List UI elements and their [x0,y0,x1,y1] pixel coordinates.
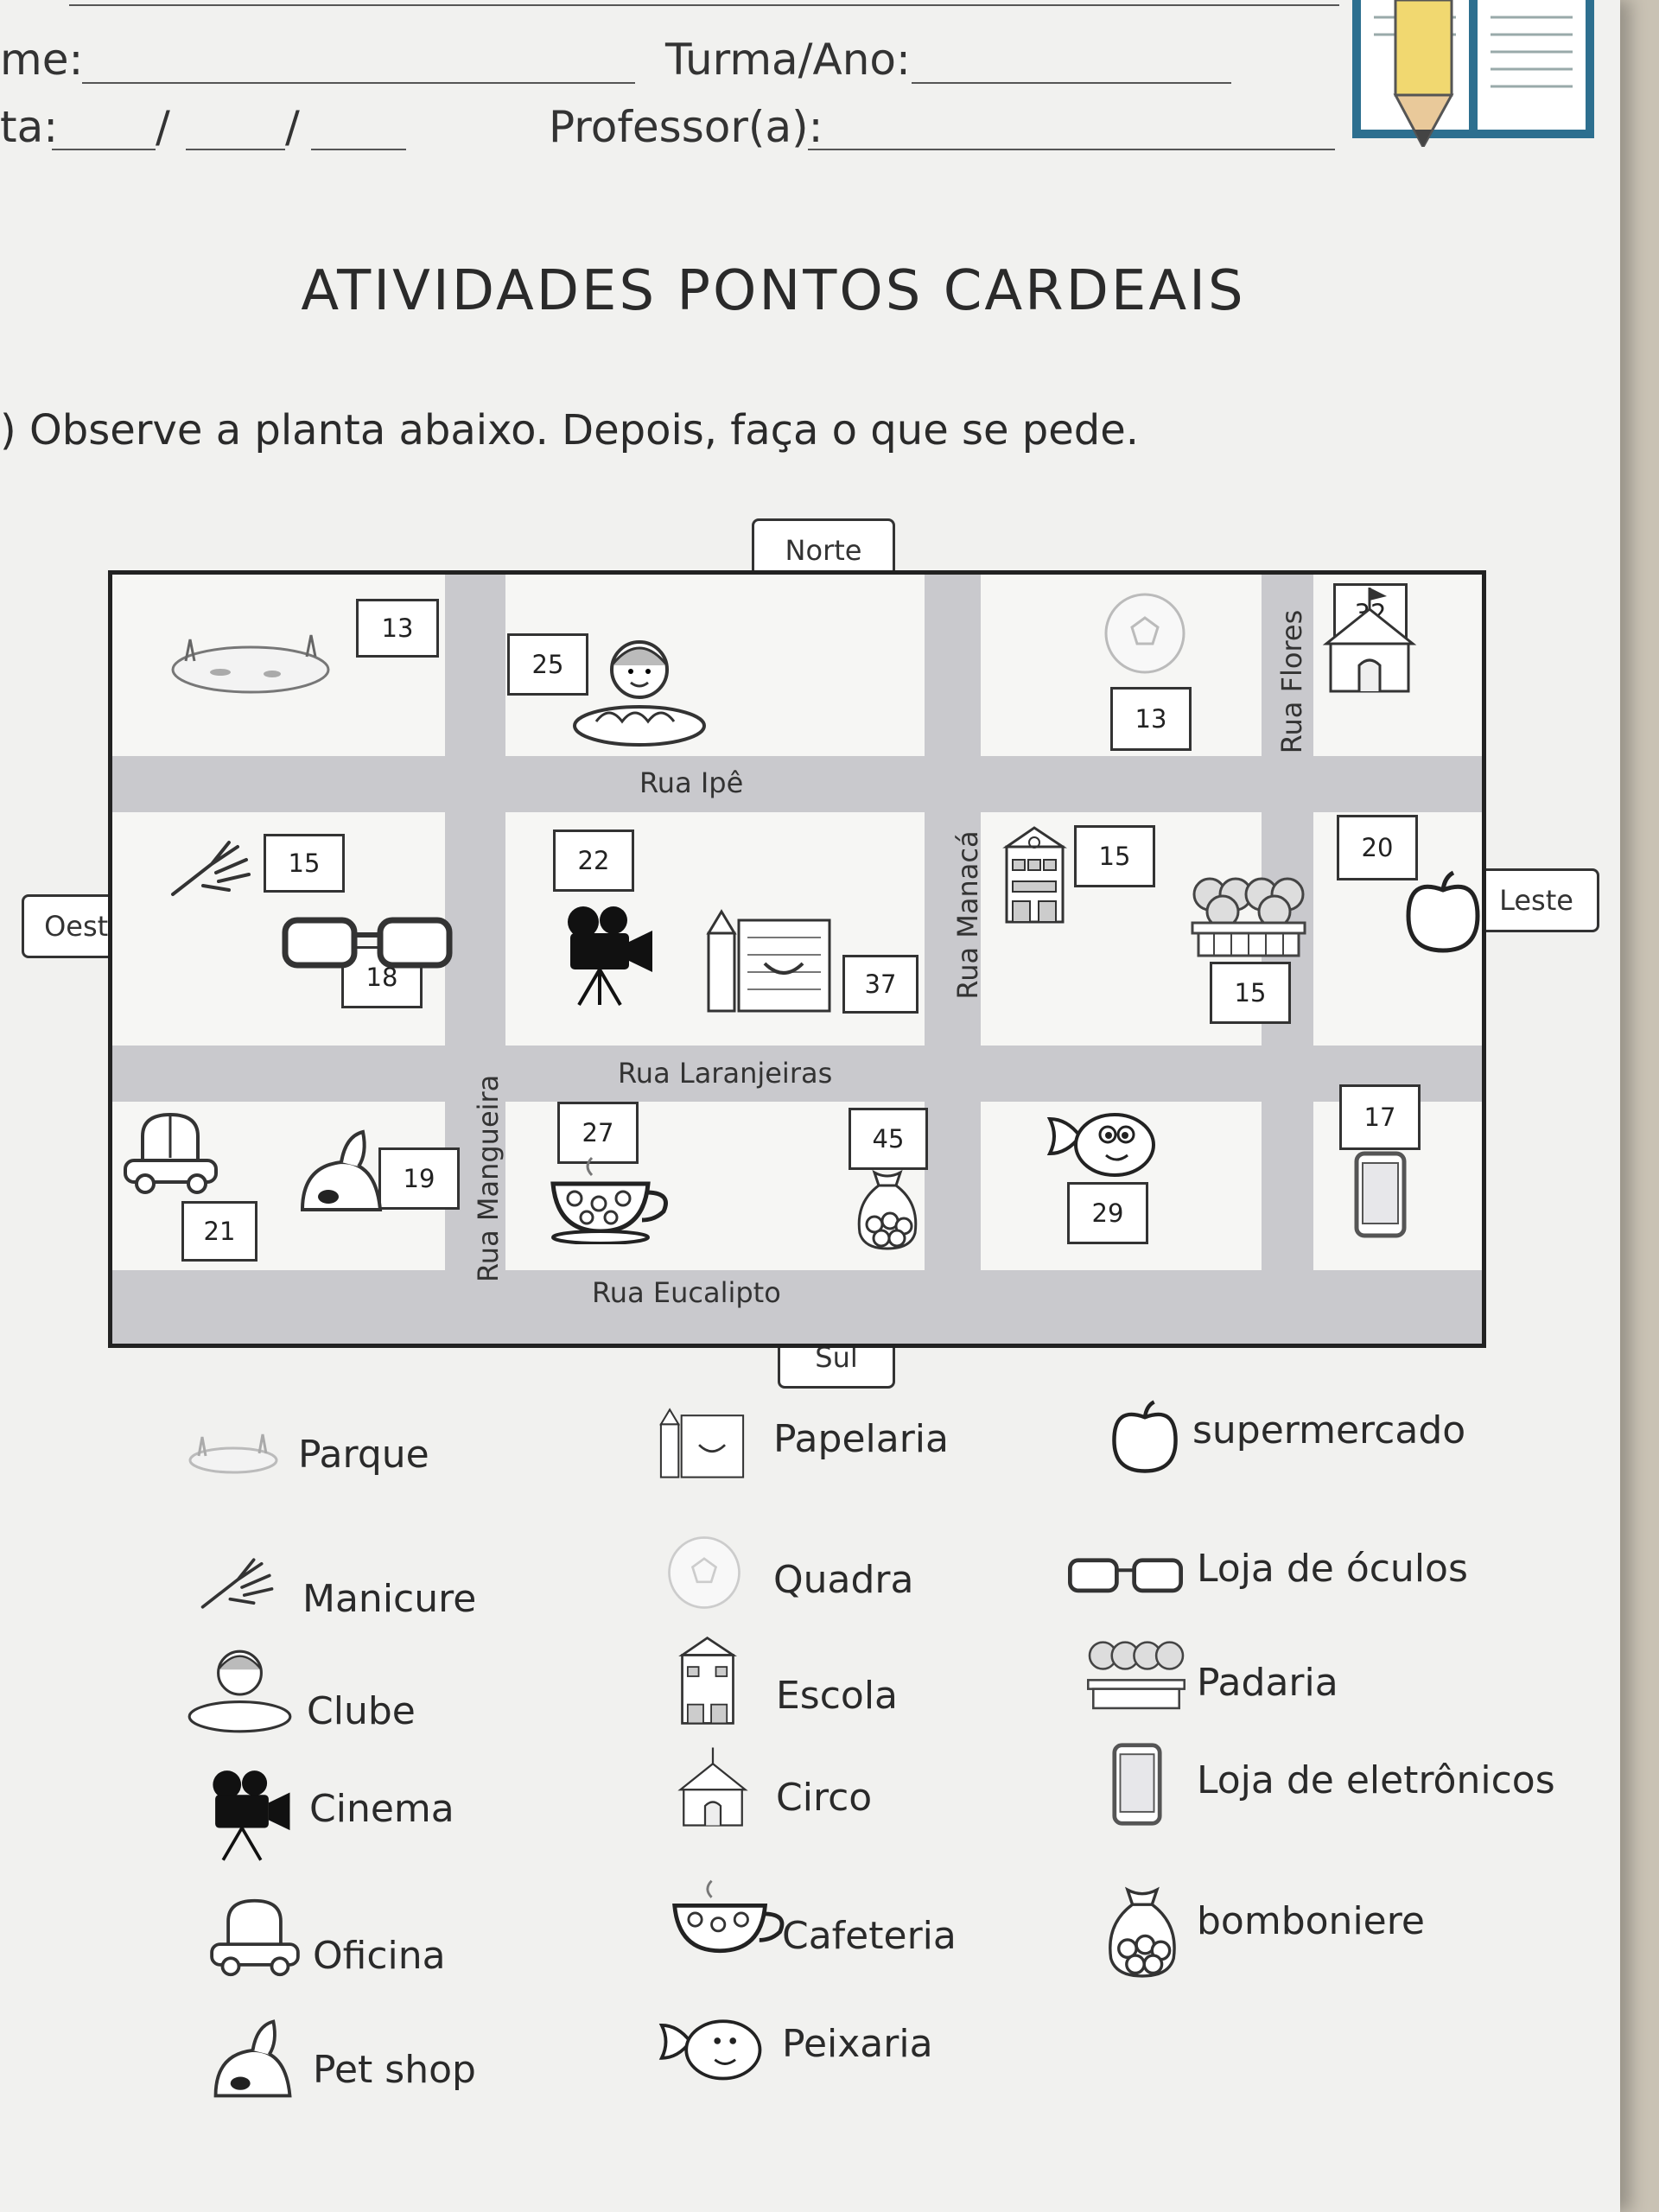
street-name-mangueira: Rua Mangueira [472,1074,505,1282]
legend-label-cafeteria: Cafeteria [782,1914,957,1958]
fish-icon [1046,1113,1155,1177]
street-name-eucalipto: Rua Eucalipto [592,1276,781,1309]
number-cinema: 22 [553,830,634,892]
bread-basket-icon [1087,1641,1185,1710]
class-field-line [912,82,1231,84]
road-mangueira [445,575,505,1344]
phone-icon [1354,1151,1407,1238]
road-ipe [112,756,1482,812]
number-bomboniere: 45 [849,1108,928,1170]
candy-bag-icon [1109,1886,1176,1978]
legend-label-circo: Circo [776,1776,873,1820]
street-name-laranjeiras: Rua Laranjeiras [618,1057,833,1090]
ball-icon [1104,593,1185,674]
number-manicure: 15 [264,834,345,893]
east-label: Leste [1473,868,1599,932]
street-name-ipe: Rua Ipê [639,766,744,799]
date-separator: / [285,102,300,152]
number-clube: 25 [507,633,588,696]
page-title: ATIVIDADES PONTOS CARDEAIS [301,259,1246,323]
number-papelaria: 37 [842,955,918,1014]
number-escola: 15 [1074,825,1155,887]
legend-label-peixaria: Peixaria [782,2022,933,2066]
hand-icon [200,1558,274,1609]
child-icon [573,640,706,747]
dog-icon [213,2019,292,2098]
legend-label-bomboniere: bomboniere [1197,1899,1425,1943]
number-eletronicos: 17 [1339,1084,1421,1150]
film-camera-icon [213,1770,290,1861]
instruction-text: ) Observe a planta abaixo. Depois, faça … [0,406,1140,454]
date-month-line [186,149,285,150]
car-icon [124,1112,218,1194]
road-manaca [925,575,981,1344]
apple-icon [1112,1400,1178,1473]
stationery-icon [706,909,831,1013]
apple-icon [1406,870,1480,953]
legend-label-padaria: Padaria [1197,1661,1338,1705]
circus-tent-icon [677,1747,748,1827]
legend-label-oculos: Loja de óculos [1197,1547,1468,1591]
book-pencil-icon [1352,0,1594,147]
ball-icon [668,1536,741,1609]
legend-label-parque: Parque [298,1433,429,1477]
legend-label-petshop: Pet shop [313,2048,476,2092]
bread-basket-icon [1191,877,1306,957]
legend-label-eletronicos: Loja de eletrônicos [1197,1758,1555,1802]
park-icon [171,634,330,694]
date-day-line [52,149,156,150]
number-cafeteria: 27 [557,1102,639,1164]
number-parque: 13 [356,599,439,658]
hand-icon [171,841,251,896]
number-padaria: 15 [1210,962,1291,1024]
name-label: me: [0,35,84,85]
film-camera-icon [568,906,652,1007]
teacher-field-line [808,149,1335,150]
date-label: ta: [0,102,59,152]
legend-label-manicure: Manicure [302,1577,477,1621]
car-icon [210,1898,300,1977]
number-petshop: 19 [378,1147,460,1210]
stationery-icon [659,1408,745,1478]
child-icon [188,1649,292,1733]
teacher-label: Professor(a): [549,102,823,152]
legend-label-quadra: Quadra [773,1558,914,1602]
city-map: Rua Ipê Rua Laranjeiras Rua Eucalipto Ru… [108,570,1486,1348]
number-quadra: 13 [1110,687,1192,751]
road-eucalipto [112,1270,1482,1344]
road-flores [1262,575,1313,1344]
school-icon [1002,826,1067,924]
road-laranjeiras [112,1046,1482,1102]
date-separator: / [156,102,170,152]
candy-bag-icon [857,1169,918,1250]
name-field-line [82,82,635,84]
top-rule [69,4,1339,6]
legend-label-papelaria: Papelaria [773,1417,949,1461]
phone-icon [1112,1743,1162,1826]
number-peixaria: 29 [1067,1182,1148,1244]
coffee-cup-icon [672,1879,785,1954]
glasses-icon [1068,1558,1183,1593]
glasses-icon [282,917,453,969]
legend-label-cinema: Cinema [309,1787,454,1831]
class-label: Turma/Ano: [665,35,911,85]
dog-icon [300,1129,383,1211]
coffee-cup-icon [550,1156,668,1244]
worksheet-page: me: Turma/Ano: ta: / / Professor(a): ATI… [0,0,1620,2212]
number-supermercado: 20 [1337,815,1418,880]
street-name-flores: Rua Flores [1275,609,1308,754]
number-oficina: 21 [181,1201,257,1262]
date-year-line [311,149,406,150]
street-name-manaca: Rua Manacá [951,830,984,1000]
circus-tent-icon [1322,588,1417,693]
legend-label-escola: Escola [776,1674,899,1718]
fish-icon [658,2019,762,2081]
legend-label-clube: Clube [307,1689,416,1733]
park-icon [188,1433,278,1474]
school-icon [678,1636,737,1725]
legend-label-oficina: Oficina [313,1934,446,1978]
legend-label-supermercado: supermercado [1192,1408,1466,1452]
